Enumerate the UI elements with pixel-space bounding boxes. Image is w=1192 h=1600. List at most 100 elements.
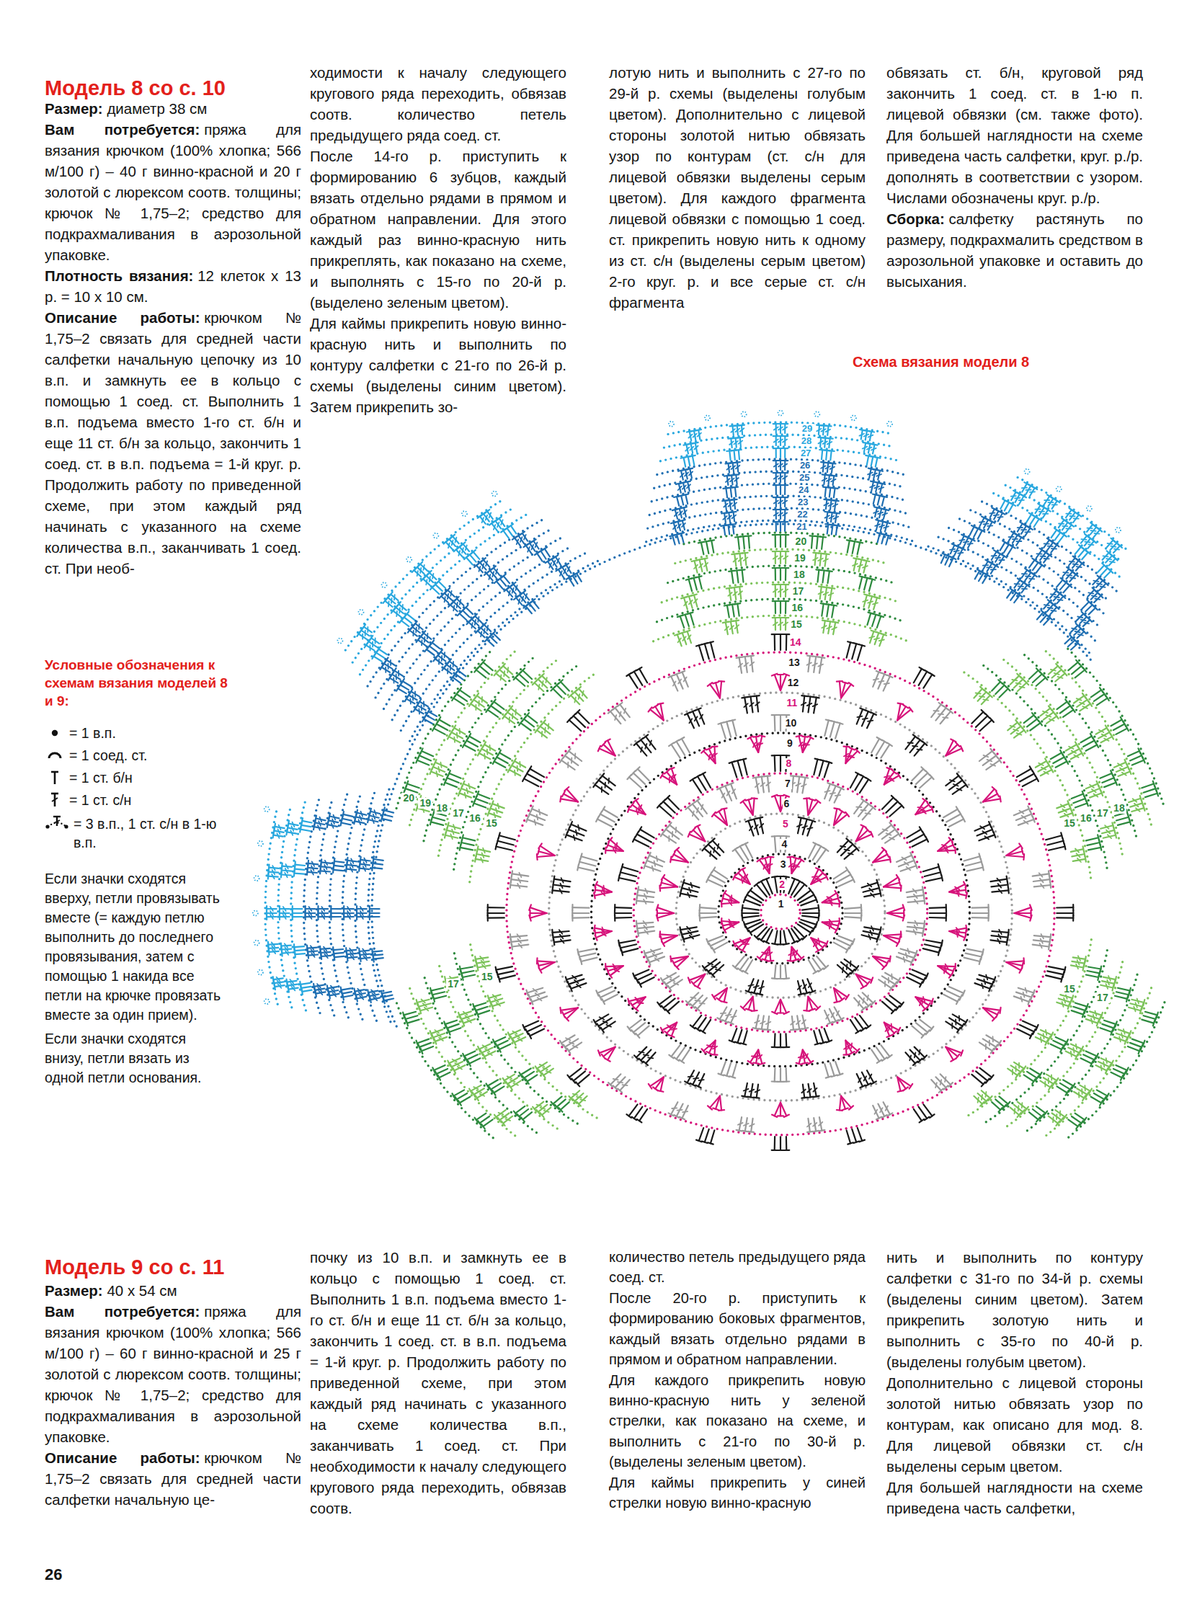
stitch-top [753,1062,759,1064]
stitch-slash [720,1013,726,1014]
stitch-symbol [794,926,805,938]
stitch-slash [942,717,948,718]
stitch-top [637,886,639,893]
stitch-slash [647,1057,653,1058]
stitch-top [804,992,811,995]
stitch-top [1030,994,1033,1001]
stitch-top [1028,998,1031,1005]
stitch-top [771,835,778,837]
stitch-slash [835,794,841,796]
stitch-top [740,758,747,761]
stitch-top [843,1054,850,1056]
stitch-top [852,939,855,945]
stitch-top [887,1034,893,1038]
stitch-slash [933,710,939,711]
stitch-top [756,993,763,995]
stitch-symbol [819,761,824,777]
stitch-slash [923,996,925,1002]
stitch-slash [571,758,572,764]
stitch-top [618,874,620,881]
stitch-slash [699,1079,705,1081]
stitch-symbol [699,1127,704,1141]
stitch-top [712,1108,719,1111]
stitch-top [842,681,849,684]
stitch-symbol [732,719,736,736]
stitch-slash [613,1078,619,1080]
stitch-symbol [579,953,596,958]
stitch-symbol [846,642,852,658]
stitch-symbol [719,1096,722,1111]
stitch-symbol [614,917,632,919]
stitch-symbol [786,1136,787,1151]
stitch-slash [888,977,889,984]
stitch-top [1050,882,1051,888]
stitch-symbol [732,762,738,778]
stitch-top [712,1054,718,1056]
stitch-symbol [824,1063,829,1077]
stitch-symbol [802,915,819,919]
stitch-top [812,926,816,932]
stitch-symbol [614,907,632,909]
stitch-slash [751,1055,757,1056]
stitch-symbol [499,975,516,979]
stitch-symbol [603,744,615,756]
stitch-slash [828,923,830,929]
stitch-top [1032,1029,1035,1035]
stitch-top [528,811,531,817]
stitch-top [577,864,579,871]
stitch-top [636,921,638,927]
stitch-slash [869,930,873,936]
stitch-top [565,832,568,839]
stitch-top [637,892,638,898]
stitch-slash [867,995,869,1001]
stitch-slash [903,957,906,963]
stitch-symbol [856,830,868,842]
stitch-slash [868,934,870,940]
stitch-symbol [462,975,475,978]
stitch-top [853,642,860,645]
stitch-top [736,1130,743,1132]
stitch-slash [636,809,638,815]
stitch-symbol [536,960,555,963]
stitch-top [803,1010,810,1012]
stitch-top [913,857,916,863]
stitch-top [696,644,702,646]
stitch-symbol [806,996,808,1012]
stitch-top [831,1075,838,1078]
stitch-top [753,776,759,778]
stitch-symbol [785,964,787,979]
stitch-top [559,1007,561,1014]
stitch-top [718,1073,725,1076]
stitch-slash [743,944,749,945]
stitch-top [796,776,803,777]
stitch-symbol [844,916,862,918]
stitch-symbol [830,1062,835,1076]
stitch-top [721,807,728,810]
stitch-top [699,904,701,911]
stitch-top [745,799,752,801]
stitch-top [847,1142,854,1144]
stitch-slash [865,812,871,814]
stitch-top [701,642,708,645]
stitch-top [877,936,879,942]
stitch-slash [797,824,803,827]
stitch-top [580,853,582,860]
stitch-top [861,825,867,829]
stitch-symbol [756,884,767,897]
stitch-top [941,874,943,881]
stitch-top [771,1150,778,1151]
stitch-slash [690,882,692,888]
stitch-top [843,746,850,747]
stitch-slash [639,1051,645,1053]
stitch-slash [816,939,818,945]
stitch-top [724,1075,731,1078]
stitch-top [813,1096,820,1098]
stitch-slash [536,814,539,820]
stitch-top [753,1097,760,1099]
stitch-top [510,876,512,883]
stitch-symbol [774,835,777,852]
stitch-top [511,870,513,877]
stitch-top [657,703,664,705]
stitch-top [594,929,596,936]
stitch-top [915,863,918,870]
